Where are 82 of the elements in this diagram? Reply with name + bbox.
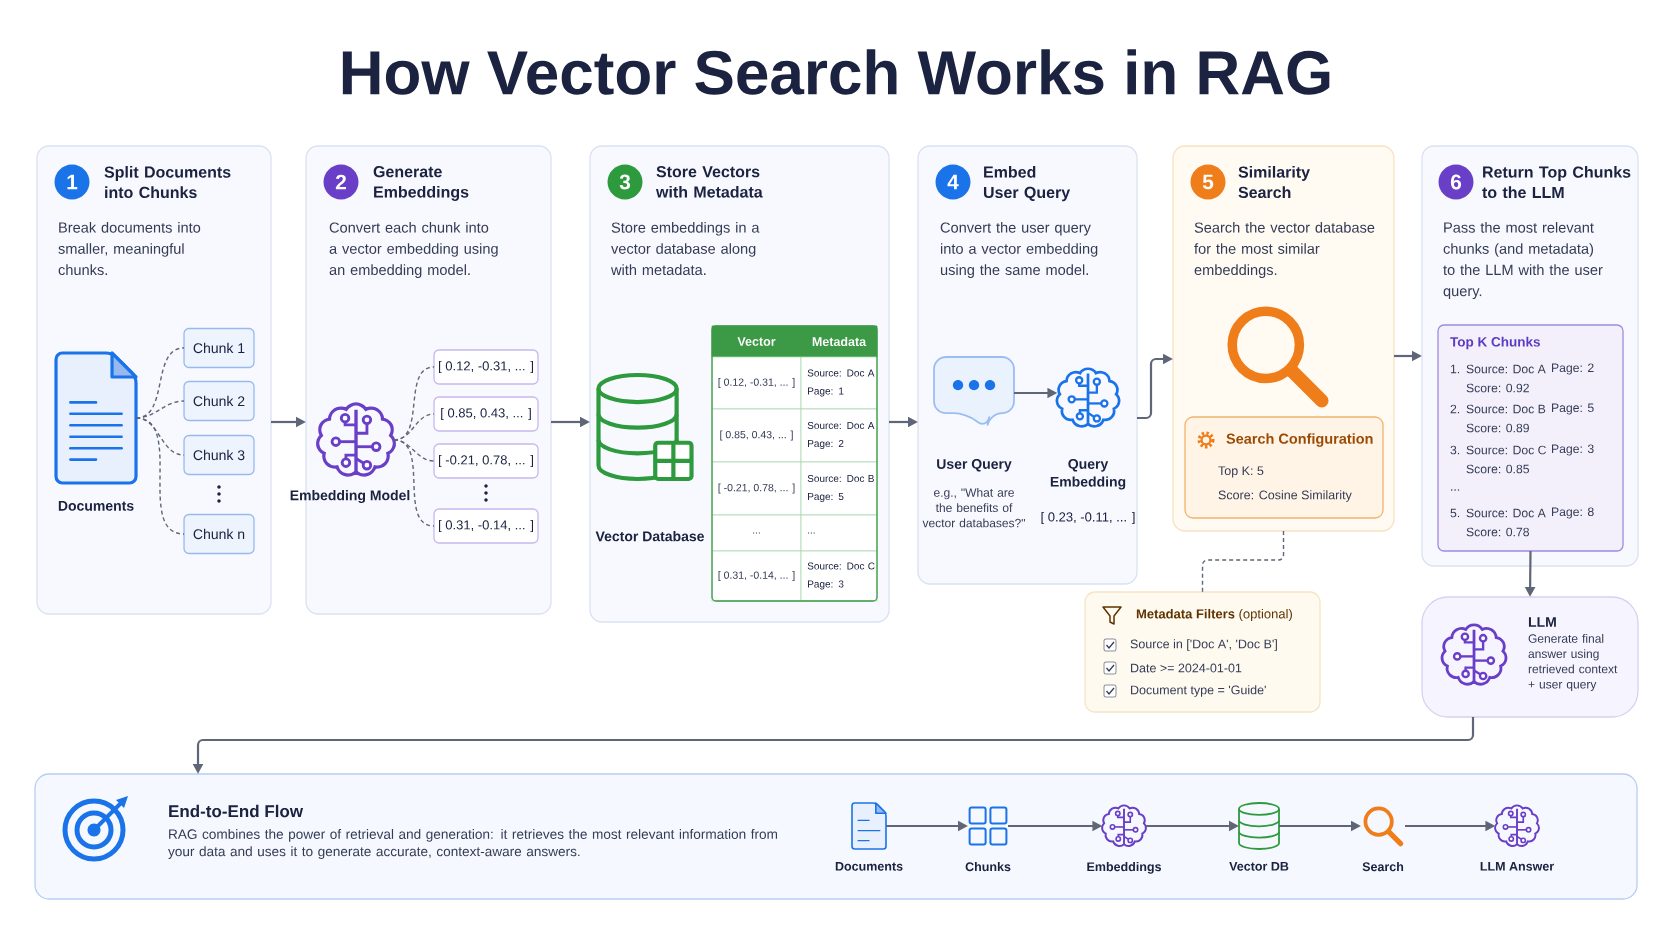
list-number: 1. bbox=[1450, 364, 1460, 374]
number-badge: 1 bbox=[54, 164, 90, 200]
number-badge: 3 bbox=[607, 164, 643, 200]
dashed-connector bbox=[1201, 530, 1285, 593]
result-page: Page: 5 bbox=[1552, 403, 1594, 415]
number-badge: 5 bbox=[1190, 164, 1226, 200]
table-cell: Source: Doc A Page: 1 bbox=[800, 356, 878, 410]
icon-caption: Vector Database bbox=[595, 531, 704, 542]
vector-box: [ 0.85, 0.43, ... ] bbox=[433, 396, 539, 432]
example-query: e.g., "What are the benefits of vector databases?" bbox=[922, 488, 1025, 528]
chunk-box: Chunk n bbox=[183, 513, 255, 555]
vector-value: [ 0.23, -0.11, ... ] bbox=[1041, 512, 1135, 525]
card-heading: Search Configuration bbox=[1226, 433, 1373, 447]
result-source: Source: Doc A bbox=[1466, 508, 1546, 518]
result-score: Score: 0.89 bbox=[1466, 423, 1529, 433]
dashed-connector bbox=[393, 439, 435, 527]
step-description: Convert the user query into a vector embedding using the same model. bbox=[940, 222, 1098, 278]
filter-item: Date >= 2024-01-01 bbox=[1131, 663, 1242, 673]
number-badge: 4 bbox=[935, 164, 971, 200]
result-score: Score: 0.92 bbox=[1466, 383, 1529, 393]
result-page: Page: 2 bbox=[1552, 363, 1594, 375]
result-page: Page: 8 bbox=[1552, 507, 1594, 519]
card-heading: End-to-End Flow bbox=[169, 804, 304, 818]
step-description: Pass the most relevant chunks (and metadata) to the LLM with the user query. bbox=[1443, 222, 1603, 300]
card-description: RAG combines the power of retrieval and generation: it retrieves the most relevant information from your data and uses it to generate accurate, context-aware answers. bbox=[168, 829, 777, 859]
table-cell: ... bbox=[711, 514, 802, 552]
icon-caption: Search bbox=[1362, 862, 1404, 872]
vector-box: [ 0.31, -0.14, ... ] bbox=[433, 508, 539, 544]
step-heading: Similarity Search bbox=[1238, 166, 1310, 199]
icon-caption: Embeddings bbox=[1087, 862, 1161, 874]
step-heading: Embed User Query bbox=[983, 166, 1071, 202]
step-heading: Generate Embeddings bbox=[373, 166, 469, 201]
result-score: Score: 0.85 bbox=[1466, 464, 1529, 474]
result-score: Score: 0.78 bbox=[1466, 527, 1529, 537]
ellipsis-text: ... bbox=[1451, 489, 1460, 491]
table-cell: [ -0.21, 0.78, ... ] bbox=[711, 461, 802, 516]
icon-caption: Chunks bbox=[965, 862, 1011, 872]
config-item: Score: Cosine Similarity bbox=[1218, 490, 1352, 502]
dashed-connector bbox=[135, 417, 185, 535]
step-description: Store embeddings in a vector database along with metadata. bbox=[611, 222, 760, 276]
table-cell: Source: Doc C Page: 3 bbox=[800, 550, 878, 602]
result-source: Source: Doc A bbox=[1466, 364, 1546, 374]
list-number: 3. bbox=[1450, 445, 1460, 455]
vector-box: [ 0.12, -0.31, ... ] bbox=[433, 349, 539, 385]
icon-caption: Documents bbox=[58, 501, 134, 511]
table-cell: Source: Doc A Page: 2 bbox=[800, 408, 878, 463]
result-source: Source: Doc C bbox=[1466, 445, 1546, 455]
icon-caption: User Query bbox=[937, 459, 1012, 472]
icon-caption: Documents bbox=[835, 862, 903, 871]
result-page: Page: 3 bbox=[1552, 444, 1594, 456]
chunk-box: Chunk 2 bbox=[183, 380, 255, 422]
table-cell: ... bbox=[800, 514, 878, 552]
card-heading: LLM bbox=[1528, 617, 1556, 627]
card-heading: Metadata Filters (optional) bbox=[1136, 608, 1292, 622]
table-cell: [ 0.12, -0.31, ... ] bbox=[711, 356, 802, 410]
result-source: Source: Doc B bbox=[1466, 404, 1546, 414]
card-description: Generate final answer using retrieved context + user query bbox=[1528, 634, 1618, 691]
title: How Vector Search Works in RAG bbox=[342, 49, 1330, 95]
number-badge: 6 bbox=[1438, 164, 1474, 200]
icon-caption: LLM Answer bbox=[1480, 862, 1554, 871]
step-heading: Return Top Chunks to the LLM bbox=[1482, 166, 1631, 199]
filter-item: Document type = 'Guide' bbox=[1131, 685, 1266, 697]
card-heading: Top K Chunks bbox=[1450, 336, 1540, 350]
vector-box: [ -0.21, 0.78, ... ] bbox=[433, 443, 539, 479]
filter-item: Source in ['Doc A', 'Doc B'] bbox=[1130, 639, 1277, 651]
icon-caption: Query Embedding bbox=[1050, 459, 1126, 490]
list-number: 5. bbox=[1450, 508, 1460, 518]
table-cell: [ 0.85, 0.43, ... ] bbox=[711, 408, 802, 463]
list-number: 2. bbox=[1450, 404, 1460, 414]
icon-caption: Embedding Model bbox=[290, 490, 410, 504]
step-description: Break documents into smaller, meaningful chunks. bbox=[58, 222, 201, 276]
table-cell: [ 0.31, -0.14, ... ] bbox=[711, 550, 802, 602]
number-badge: 2 bbox=[323, 164, 359, 200]
step-heading: Store Vectors with Metadata bbox=[655, 166, 763, 198]
step-heading: Split Documents into Chunks bbox=[104, 166, 231, 199]
config-item: Top K: 5 bbox=[1218, 466, 1264, 478]
chunk-box: Chunk 3 bbox=[183, 434, 255, 476]
table-cell: Source: Doc B Page: 5 bbox=[800, 461, 878, 516]
step-description: Search the vector database for the most similar embeddings. bbox=[1194, 222, 1375, 278]
step-description: Convert each chunk into a vector embedding using an embedding model. bbox=[329, 222, 498, 278]
chunk-box: Chunk 1 bbox=[183, 327, 255, 369]
icon-caption: Vector DB bbox=[1229, 862, 1289, 871]
